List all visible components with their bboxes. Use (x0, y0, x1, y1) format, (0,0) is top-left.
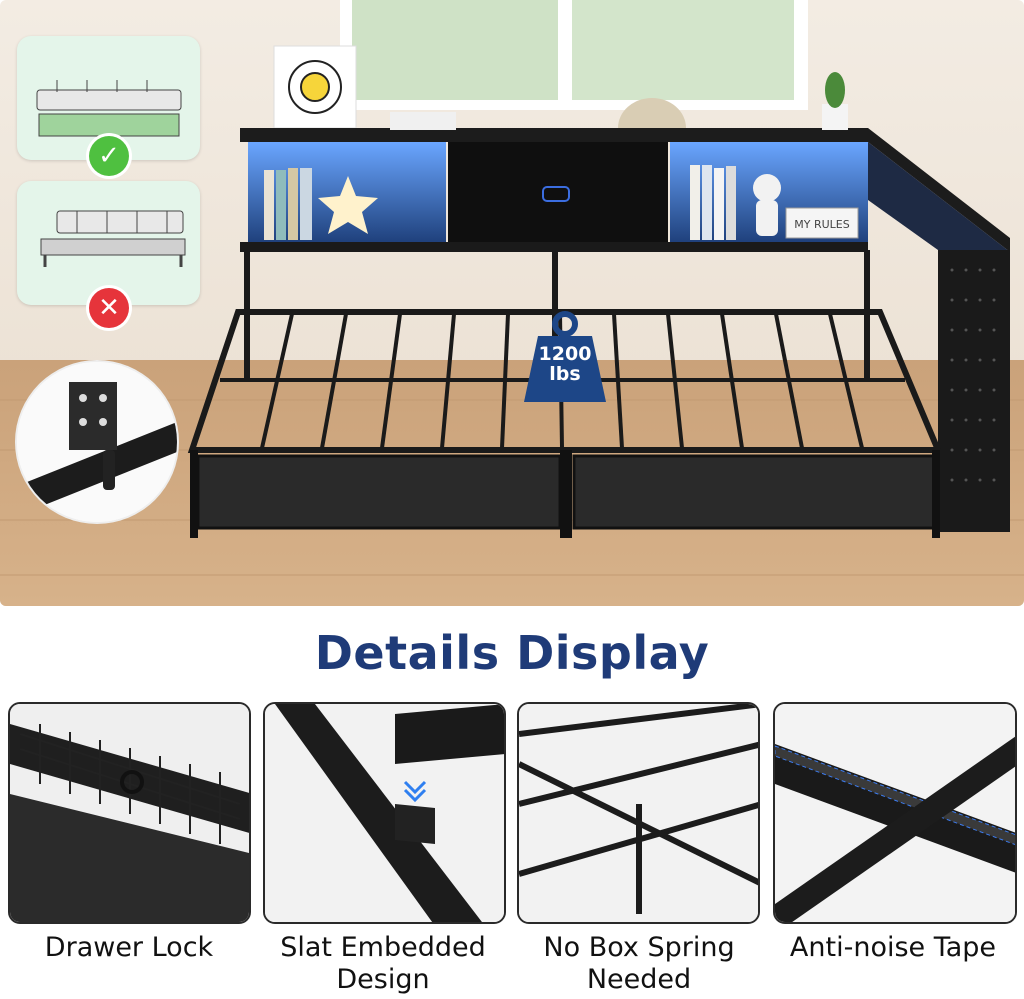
anti-noise-tape-photo (773, 702, 1017, 924)
weight-unit: lbs (549, 363, 581, 385)
check-icon: ✓ (89, 136, 129, 176)
mattress-with-gap-illustration (40, 210, 186, 267)
detail-label-slat-embedded: Slat Embedded Design (280, 932, 486, 995)
drawer-lock-photo (8, 702, 251, 924)
weight-icon (524, 311, 606, 402)
anti-noise-tape-illustration (775, 704, 1015, 922)
slat-embedded-illustration (265, 704, 504, 922)
correct-mattress-card (17, 36, 200, 160)
no-box-spring-photo (517, 702, 760, 924)
detail-label-anti-noise-tape: Anti-noise Tape (789, 932, 997, 963)
bracket-icon (17, 362, 177, 522)
shelf-sign-text: MY RULES (794, 218, 849, 231)
hero-scene: MY RULES (0, 0, 1024, 606)
weight-capacity-tag: 1200 lbs (520, 310, 610, 406)
detail-label-drawer-lock: Drawer Lock (44, 932, 214, 963)
drawer-lock-illustration (10, 704, 249, 922)
cross-icon: ✕ (89, 288, 129, 328)
bracket-closeup-inset (17, 362, 177, 522)
slat-embedded-photo (263, 702, 506, 924)
detail-label-no-box-spring: No Box Spring Needed (543, 932, 735, 995)
section-title: Details Display (314, 626, 710, 680)
bed-illustration: MY RULES (0, 0, 1024, 606)
mattress-on-frame-illustration (36, 80, 182, 137)
frame-slats-illustration (519, 704, 758, 922)
weight-value: 1200 (538, 343, 592, 365)
incorrect-mattress-card (17, 181, 200, 305)
